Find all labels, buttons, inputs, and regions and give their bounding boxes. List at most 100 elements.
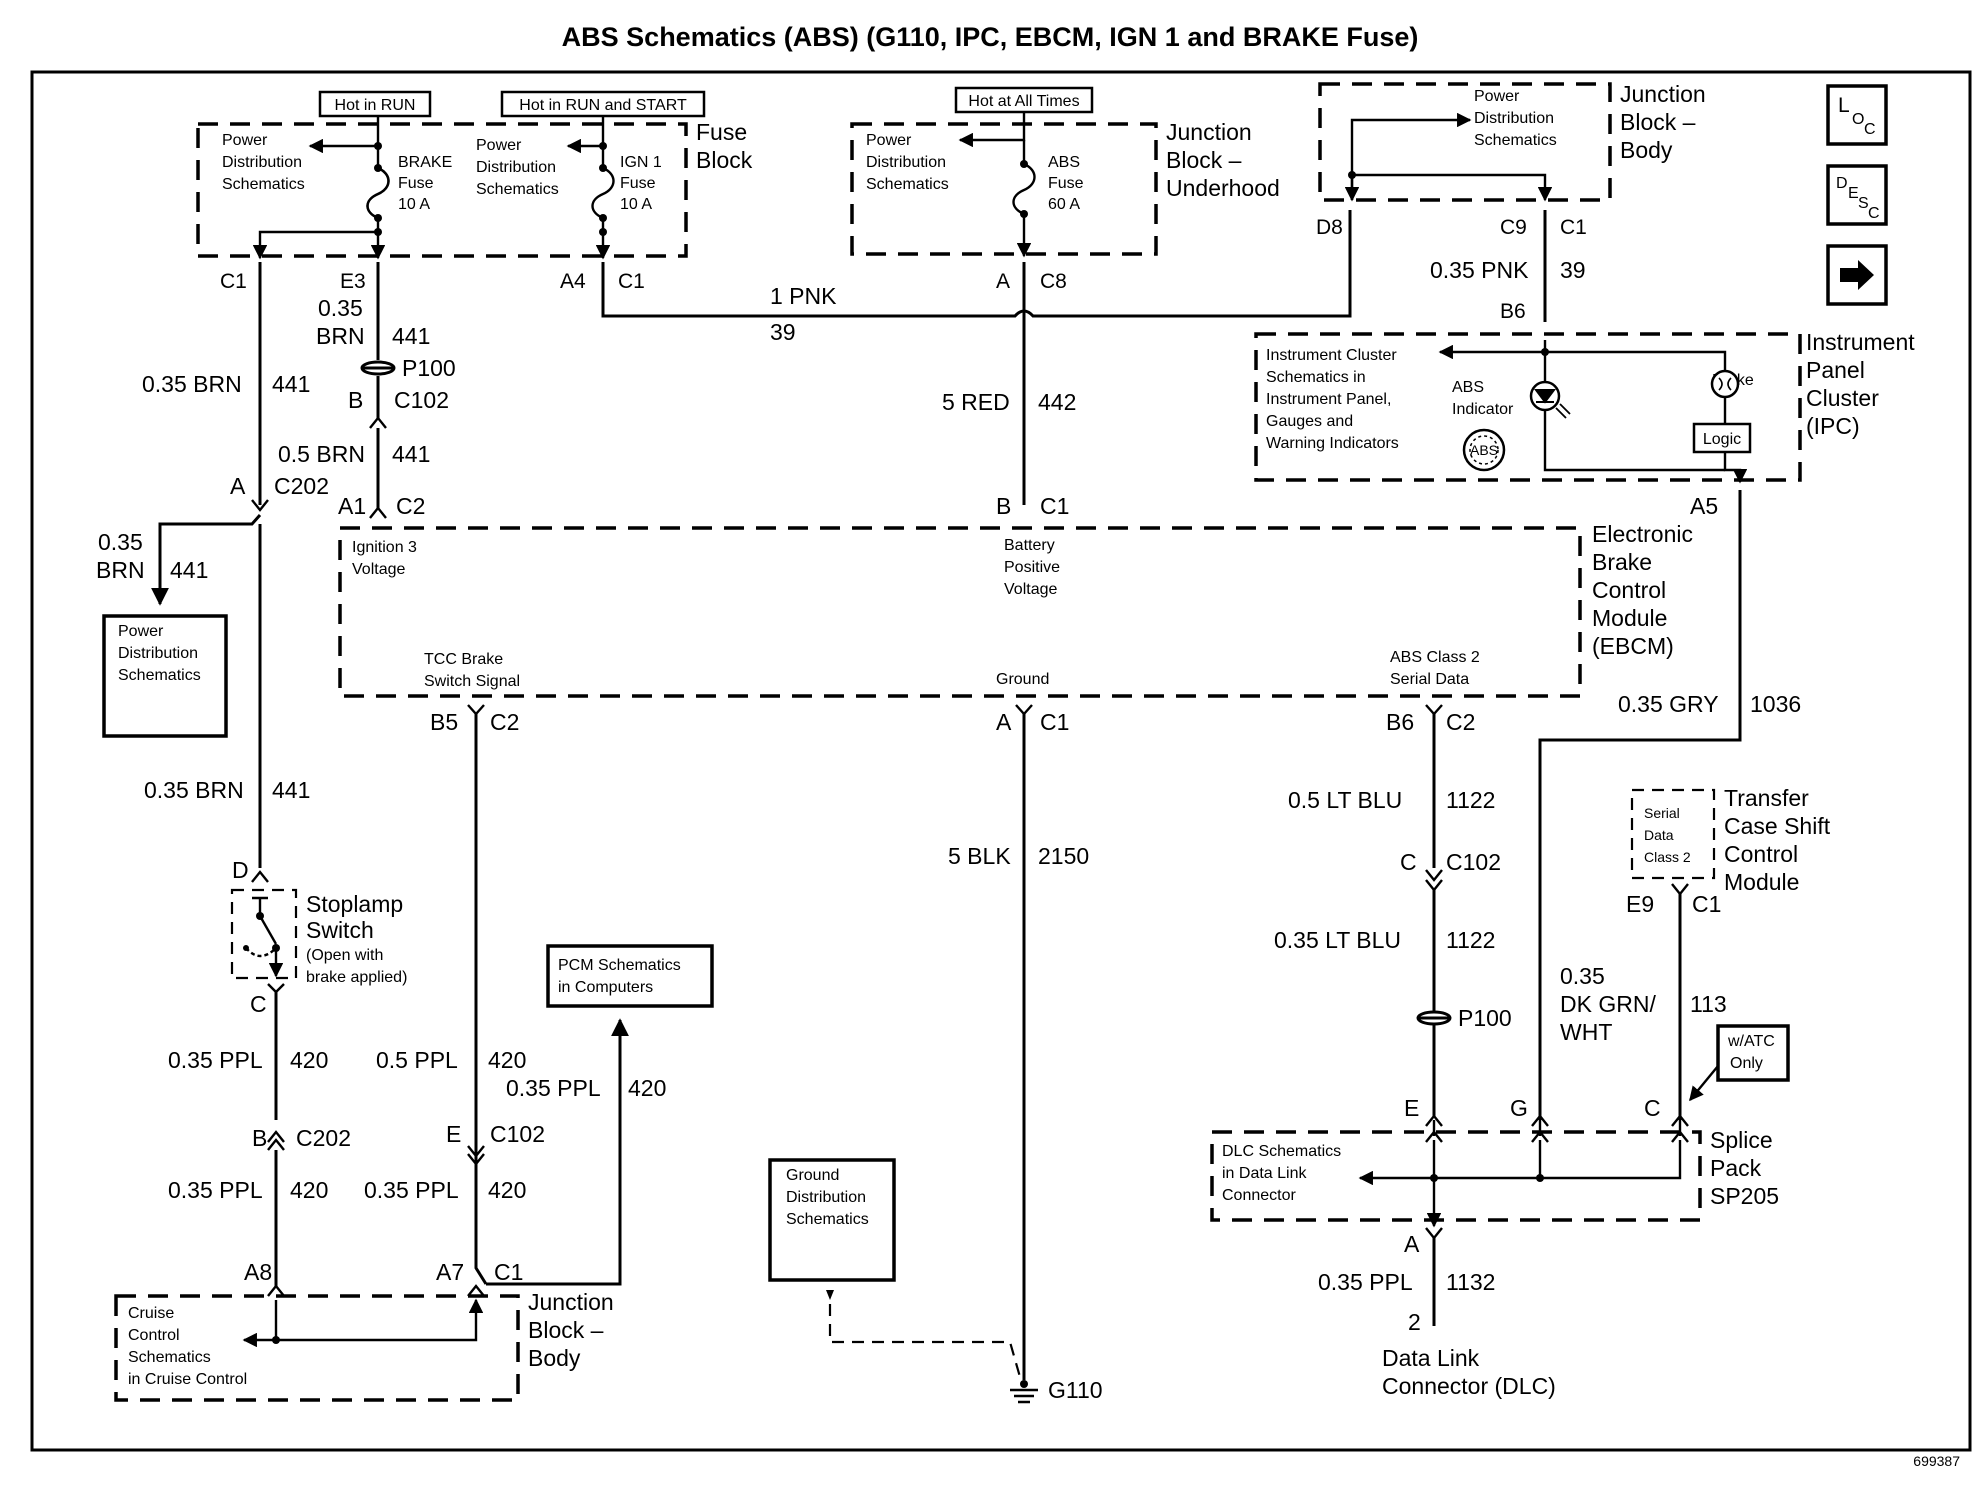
- watc-only-note: w/ATC Only: [1716, 1024, 1790, 1082]
- wire-1036-gry: [1538, 490, 1742, 1120]
- svg-text:39: 39: [1560, 257, 1586, 283]
- splice-p100-bottom: [1416, 1010, 1452, 1026]
- svg-text:Instrument Panel,: Instrument Panel,: [1266, 391, 1391, 408]
- svg-text:442: 442: [1038, 389, 1076, 415]
- svg-text:Distribution: Distribution: [866, 154, 946, 171]
- svg-text:D: D: [1836, 175, 1848, 192]
- svg-text:Logic: Logic: [1703, 431, 1741, 448]
- svg-text:E: E: [1404, 1095, 1419, 1121]
- svg-text:Body: Body: [1620, 137, 1673, 163]
- svg-text:Indicator: Indicator: [1452, 401, 1514, 418]
- svg-text:Warning Indicators: Warning Indicators: [1266, 435, 1399, 452]
- loc-button[interactable]: L O C: [1826, 84, 1888, 146]
- next-page-button[interactable]: [1826, 244, 1888, 306]
- abs-fuse-icon: [1012, 140, 1036, 258]
- svg-text:Block –: Block –: [1166, 147, 1242, 173]
- svg-text:BRAKE: BRAKE: [398, 154, 452, 171]
- svg-text:D: D: [232, 857, 249, 883]
- svg-text:Distribution: Distribution: [118, 645, 198, 662]
- svg-text:1 PNK: 1 PNK: [770, 283, 837, 309]
- svg-text:Block: Block: [696, 147, 753, 173]
- svg-text:420: 420: [488, 1047, 526, 1073]
- desc-button[interactable]: D E S C: [1826, 164, 1888, 226]
- svg-text:Hot at All Times: Hot at All Times: [968, 93, 1079, 110]
- splice-p100-top: [360, 360, 396, 376]
- svg-text:Voltage: Voltage: [352, 561, 405, 578]
- svg-text:441: 441: [272, 371, 310, 397]
- svg-text:0.35 GRY: 0.35 GRY: [1618, 691, 1719, 717]
- svg-text:in Data Link: in Data Link: [1222, 1165, 1307, 1182]
- svg-text:420: 420: [290, 1177, 328, 1203]
- svg-text:E9: E9: [1626, 891, 1654, 917]
- svg-text:Schematics: Schematics: [118, 667, 201, 684]
- svg-text:Panel: Panel: [1806, 357, 1865, 383]
- svg-text:0.35 PPL: 0.35 PPL: [168, 1177, 263, 1203]
- svg-text:Ignition 3: Ignition 3: [352, 539, 417, 556]
- svg-text:Distribution: Distribution: [786, 1189, 866, 1206]
- svg-text:A4: A4: [560, 270, 586, 293]
- svg-text:Serial: Serial: [1644, 805, 1680, 821]
- svg-text:C1: C1: [1040, 493, 1069, 519]
- diagram-frame: [30, 70, 1972, 1452]
- svg-text:C102: C102: [1446, 849, 1501, 875]
- svg-text:A: A: [996, 709, 1012, 735]
- ground-distribution-schematics-box[interactable]: Ground Distribution Schematics: [768, 1158, 896, 1282]
- svg-text:Module: Module: [1724, 869, 1799, 895]
- svg-text:Schematics: Schematics: [476, 181, 559, 198]
- svg-text:441: 441: [272, 777, 310, 803]
- fuse-block: Fuse Block Power Distribution Schematics…: [196, 116, 753, 260]
- svg-text:A7: A7: [436, 1259, 464, 1285]
- svg-text:Junction: Junction: [528, 1289, 614, 1315]
- power-distribution-schematics-box[interactable]: Power Distribution Schematics: [102, 614, 228, 738]
- svg-text:C2: C2: [396, 493, 425, 519]
- svg-text:1132: 1132: [1446, 1269, 1495, 1295]
- svg-text:DLC Schematics: DLC Schematics: [1222, 1143, 1341, 1160]
- svg-text:A: A: [230, 473, 246, 499]
- svg-text:E: E: [1848, 185, 1859, 202]
- svg-text:ABS: ABS: [1470, 442, 1498, 458]
- svg-text:Fuse: Fuse: [1048, 175, 1084, 192]
- svg-text:1122: 1122: [1446, 787, 1495, 813]
- pcm-schematics-box[interactable]: PCM Schematics in Computers: [546, 944, 714, 1008]
- svg-text:w/ATC: w/ATC: [1727, 1033, 1775, 1050]
- svg-text:2: 2: [1408, 1309, 1421, 1335]
- svg-text:PCM Schematics: PCM Schematics: [558, 957, 681, 974]
- svg-text:Stoplamp: Stoplamp: [306, 891, 403, 917]
- svg-text:10 A: 10 A: [398, 196, 430, 213]
- svg-text:Power: Power: [866, 132, 912, 149]
- svg-text:C2: C2: [490, 709, 519, 735]
- junction-block-body-top: Junction Block – Body Power Distribution…: [1318, 81, 1706, 202]
- svg-text:0.35 PPL: 0.35 PPL: [1318, 1269, 1413, 1295]
- svg-text:441: 441: [392, 323, 430, 349]
- svg-text:Brake: Brake: [1592, 549, 1652, 575]
- svg-text:C: C: [1644, 1095, 1661, 1121]
- svg-text:TCC Brake: TCC Brake: [424, 651, 503, 668]
- ground-g110-icon: [1010, 1380, 1038, 1404]
- svg-text:5 BLK: 5 BLK: [948, 843, 1011, 869]
- svg-text:B: B: [348, 387, 363, 413]
- logic-block: [1692, 422, 1752, 454]
- svg-text:C1: C1: [1692, 891, 1721, 917]
- svg-text:0.5 PPL: 0.5 PPL: [376, 1047, 458, 1073]
- svg-text:Hot in RUN and START: Hot in RUN and START: [519, 97, 687, 114]
- svg-text:Fuse: Fuse: [696, 119, 747, 145]
- svg-text:A: A: [1404, 1231, 1420, 1257]
- svg-text:C8: C8: [1040, 270, 1067, 293]
- svg-text:P100: P100: [402, 355, 456, 381]
- svg-text:A: A: [996, 270, 1010, 293]
- svg-text:Schematics: Schematics: [786, 1211, 869, 1228]
- svg-text:Connector: Connector: [1222, 1187, 1296, 1204]
- svg-text:Ground: Ground: [996, 671, 1049, 688]
- svg-text:113: 113: [1690, 991, 1727, 1017]
- svg-text:ABS: ABS: [1452, 379, 1484, 396]
- svg-text:S: S: [1858, 195, 1869, 212]
- svg-text:C: C: [1400, 849, 1417, 875]
- svg-text:Junction: Junction: [1166, 119, 1252, 145]
- svg-text:Serial Data: Serial Data: [1390, 671, 1469, 688]
- svg-text:441: 441: [392, 441, 430, 467]
- svg-text:2150: 2150: [1038, 843, 1089, 869]
- svg-text:0.35 PPL: 0.35 PPL: [364, 1177, 459, 1203]
- svg-text:in Cruise Control: in Cruise Control: [128, 1371, 247, 1388]
- svg-text:P100: P100: [1458, 1005, 1512, 1031]
- svg-text:(IPC): (IPC): [1806, 413, 1860, 439]
